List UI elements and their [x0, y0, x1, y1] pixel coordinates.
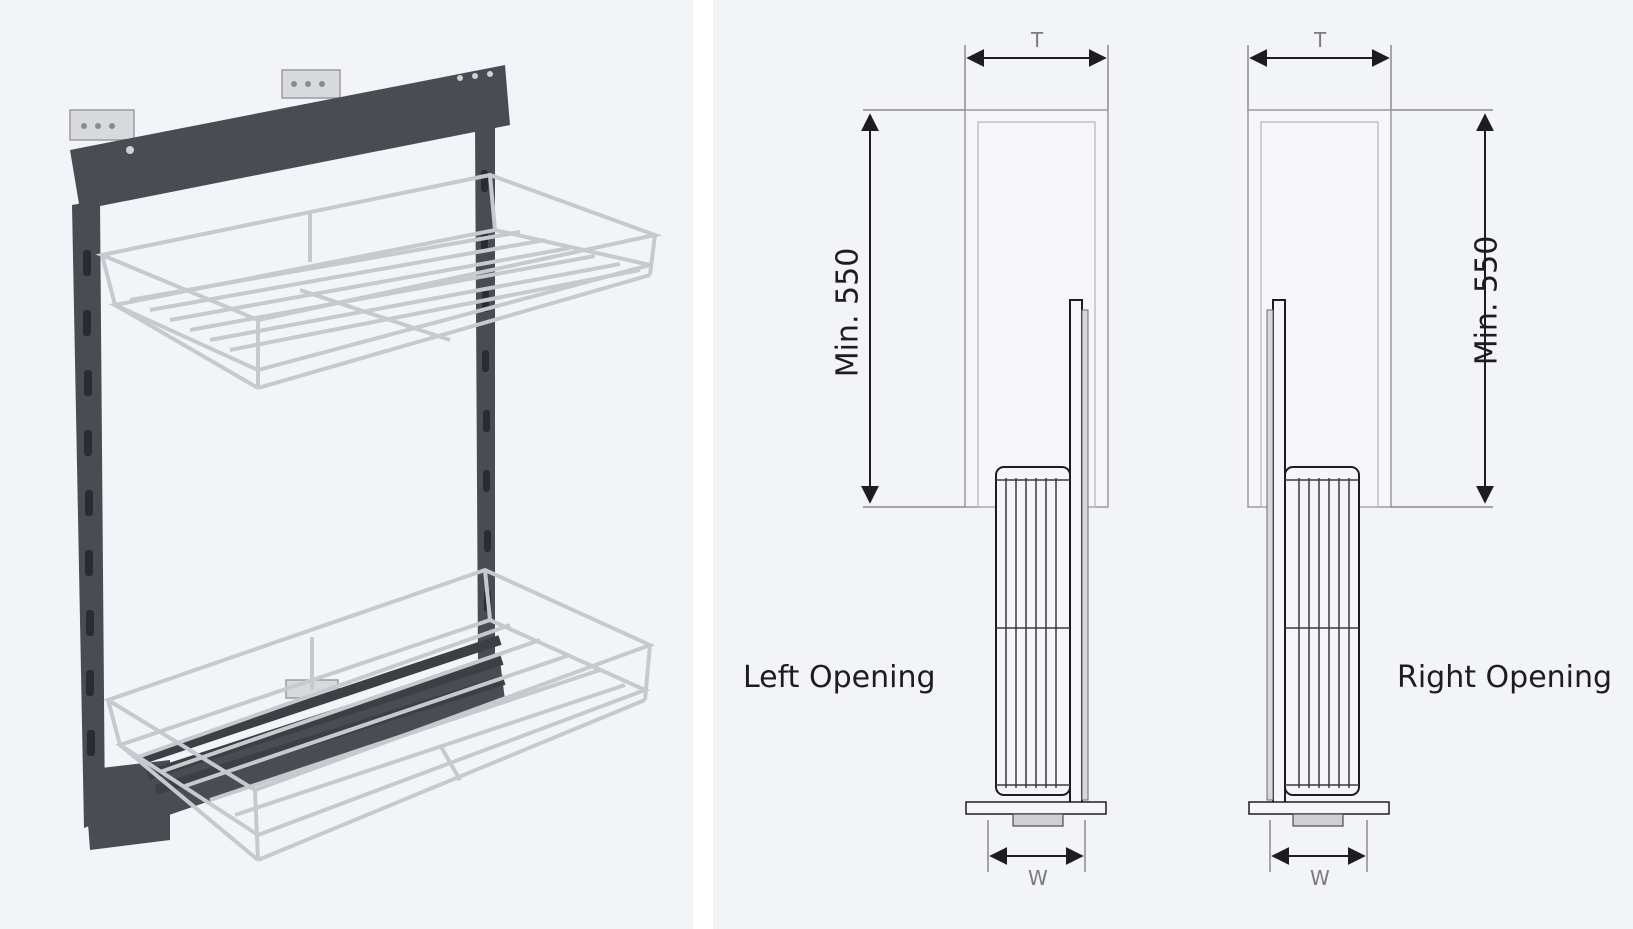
- left-opening-caption: Left Opening: [743, 660, 936, 695]
- technical-drawing-panel: T T W W Min. 550 Min. 550 Left Opening R…: [713, 0, 1633, 929]
- lower-wire-basket: [103, 567, 656, 862]
- left-top-dimension-label: T: [1031, 28, 1044, 52]
- product-image-panel: [0, 0, 693, 929]
- right-opening-drawing: [1247, 45, 1494, 872]
- left-height-label: Min. 550: [830, 247, 866, 378]
- right-top-dimension-label: T: [1314, 28, 1327, 52]
- opening-diagrams: [861, 45, 1494, 872]
- right-opening-caption: Right Opening: [1397, 660, 1613, 695]
- left-opening-drawing: [861, 45, 1109, 872]
- left-bottom-dimension-label: W: [1028, 866, 1048, 890]
- pullout-basket-illustration: [69, 65, 663, 862]
- upper-wire-basket: [95, 172, 663, 390]
- right-bottom-dimension-label: W: [1310, 866, 1330, 890]
- right-height-label: Min. 550: [1469, 235, 1505, 366]
